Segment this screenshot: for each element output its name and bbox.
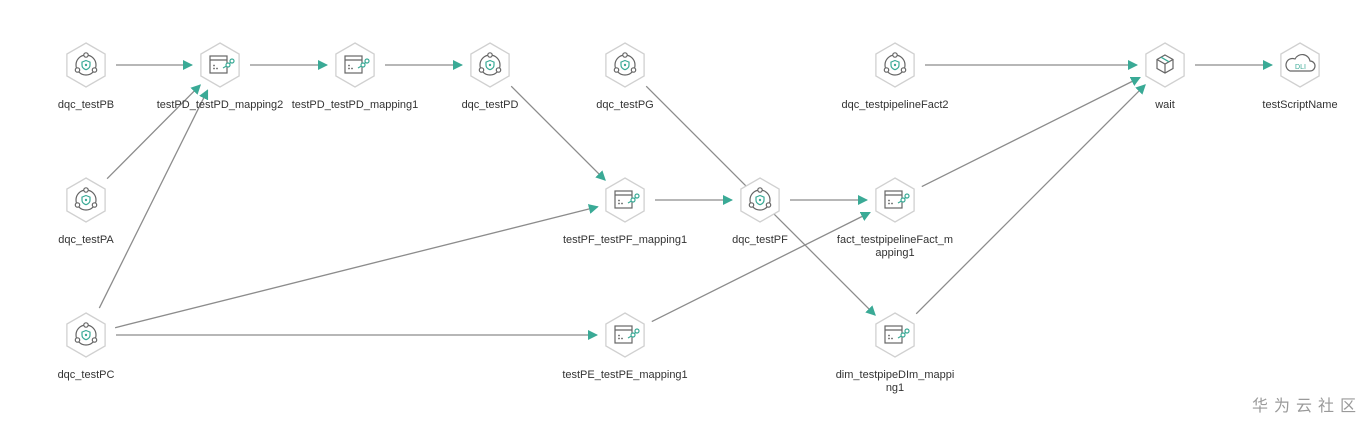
svg-text:DLI: DLI	[1295, 64, 1306, 71]
node-label: dqc_testpipelineFact2	[841, 99, 949, 111]
watermark: 华为云社区	[1251, 398, 1362, 415]
dqc-icon	[64, 311, 108, 359]
edge-dim-testpipedim-mapping1-to-wait	[915, 84, 1146, 315]
mapping-icon	[603, 311, 647, 359]
node-label: dqc_testPD	[461, 99, 519, 111]
node-dqc-testpd[interactable]: dqc_testPD	[395, 41, 585, 141]
node-label: wait	[1155, 99, 1175, 111]
node-testpd-testpd-mapping2[interactable]: testPD_testPD_mapping2	[125, 41, 315, 141]
mapping-icon	[198, 41, 242, 89]
node-label: dqc_testPA	[58, 234, 114, 246]
node-label: fact_testpipelineFact_mapping1	[836, 234, 954, 259]
edge-dqc-testpd-to-testpf-testpf-mapping1	[510, 85, 606, 181]
node-label: testPD_testPD_mapping1	[291, 99, 419, 111]
node-testpe-testpe-mapping1[interactable]: testPE_testPE_mapping1	[530, 311, 720, 411]
edge-dqc-testpc-to-testpf-testpf-mapping1	[114, 204, 599, 329]
dqc-icon	[468, 41, 512, 89]
node-dqc-testpg[interactable]: dqc_testPG	[530, 41, 720, 141]
node-dim-testpipedim-mapping1[interactable]: dim_testpipeDIm_mapping1	[800, 311, 990, 411]
node-testpf-testpf-mapping1[interactable]: testPF_testPF_mapping1	[530, 176, 720, 276]
node-label: dqc_testPG	[596, 99, 654, 111]
edge-fact-testpipelinefact-mapping1-to-wait	[921, 76, 1141, 188]
edge-dqc-testpc-to-testpd-testpd-mapping2	[98, 89, 209, 309]
mapping-icon	[333, 41, 377, 89]
edge-testpe-testpe-mapping1-to-fact-testpipelinefact-mapping1	[651, 211, 871, 323]
node-testpd-testpd-mapping1[interactable]: testPD_testPD_mapping1	[260, 41, 450, 141]
node-dqc-testpa[interactable]: dqc_testPA	[0, 176, 181, 276]
cube-icon	[1143, 41, 1187, 89]
mapping-icon	[603, 176, 647, 224]
node-label: dim_testpipeDIm_mapping1	[835, 369, 955, 394]
edge-dqc-testpa-to-testpd-testpd-mapping2	[106, 84, 202, 180]
node-dqc-testpf[interactable]: dqc_testPF	[665, 176, 855, 276]
node-label: dqc_testPF	[732, 234, 788, 246]
dqc-icon	[738, 176, 782, 224]
dqc-icon	[603, 41, 647, 89]
dli-cloud-icon: DLI	[1278, 41, 1322, 89]
node-dqc-testpipelinefact2[interactable]: dqc_testpipelineFact2	[800, 41, 990, 141]
node-label: testPE_testPE_mapping1	[562, 369, 688, 381]
node-label: dqc_testPB	[57, 99, 115, 111]
node-dqc-testpb[interactable]: dqc_testPB	[0, 41, 181, 141]
node-label: testPF_testPF_mapping1	[562, 234, 688, 246]
node-label: testScriptName	[1262, 99, 1338, 111]
node-testscriptname[interactable]: DLI testScriptName	[1205, 41, 1372, 141]
dqc-icon	[873, 41, 917, 89]
node-wait[interactable]: wait	[1070, 41, 1260, 141]
node-fact-testpipelinefact-mapping1[interactable]: fact_testpipelineFact_mapping1	[800, 176, 990, 276]
mapping-icon	[873, 176, 917, 224]
node-label: dqc_testPC	[57, 369, 115, 381]
dqc-icon	[64, 41, 108, 89]
mapping-icon	[873, 311, 917, 359]
node-label: testPD_testPD_mapping2	[156, 99, 284, 111]
node-dqc-testpc[interactable]: dqc_testPC	[0, 311, 181, 411]
dqc-icon	[64, 176, 108, 224]
